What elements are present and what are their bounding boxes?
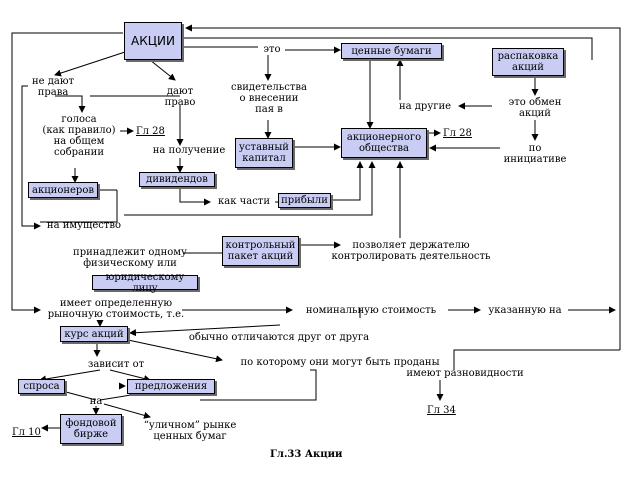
label-na: на (89, 396, 103, 407)
ref-gl28-left[interactable]: Гл 28 (136, 126, 165, 137)
ref-gl28-right[interactable]: Гл 28 (443, 128, 472, 139)
label-ulichnom: “уличном” рынке ценных бумаг (143, 420, 237, 442)
akcii-box: АКЦИИ (124, 22, 182, 60)
label-otlichayutsya: обычно отличаются друг от друга (188, 332, 370, 343)
ustavnoi-box: уставный капитал (235, 138, 293, 168)
label-kak-chasti: как части (217, 196, 270, 207)
label-zavisit: зависит от (87, 359, 145, 370)
raspakovka-box: распаковка акций (492, 48, 564, 76)
label-po-kotoromu: по которому они могут быть проданы (240, 357, 440, 368)
predlozheniya-box: предложения (127, 379, 215, 394)
label-dayut: дают право (164, 86, 196, 108)
label-svidetelstva: свидетельства о внесении пая в (231, 82, 307, 115)
label-imeet: имеет определенную рыночную стоимость, т… (47, 298, 185, 320)
label-nominalnuyu: номинальную стоимость (305, 305, 437, 316)
label-ne-dayut: не дают права (31, 76, 75, 98)
label-na-imuschestvo: на имущество (46, 220, 122, 231)
sprosa-box: спроса (18, 379, 65, 394)
label-eto: это (263, 44, 281, 55)
label-pozvolyaet: позволяет держателю контролировать деяте… (331, 240, 491, 262)
akcionerov-box: акционеров (28, 182, 98, 198)
label-po-iniciative: по инициативе (503, 143, 567, 165)
kontrolnyi-box: контрольный пакет акций (222, 236, 299, 266)
akcionernogo-box: акционерного общества (341, 128, 427, 158)
kurs-box: курс акций (60, 326, 128, 342)
label-golosa: голоса (как правило) на общем собрании (42, 114, 116, 158)
fondovoi-box: фондовой бирже (60, 414, 122, 444)
label-na-drugie: на другие (398, 101, 452, 112)
label-ukazannuyu: указанную на (488, 305, 562, 316)
cennye-bumagi-box: ценные бумаги (341, 43, 442, 59)
label-na-poluchenie: на получение (152, 145, 226, 156)
label-eto-obmen: это обмен акций (508, 97, 562, 119)
label-imeyut: имеют разновидности (406, 368, 524, 379)
yuridicheskomu-box: юридическому лицу (92, 272, 198, 294)
ref-gl34[interactable]: Гл 34 (427, 405, 456, 416)
ref-gl10[interactable]: Гл 10 (12, 427, 41, 438)
label-prinadlezhit: принадлежит одному физическому или (73, 247, 187, 269)
pribyli-box: прибыли (278, 193, 331, 208)
diagram-caption: Гл.33 Акции (270, 449, 343, 460)
dividendov-box: дивидендов (139, 172, 215, 187)
